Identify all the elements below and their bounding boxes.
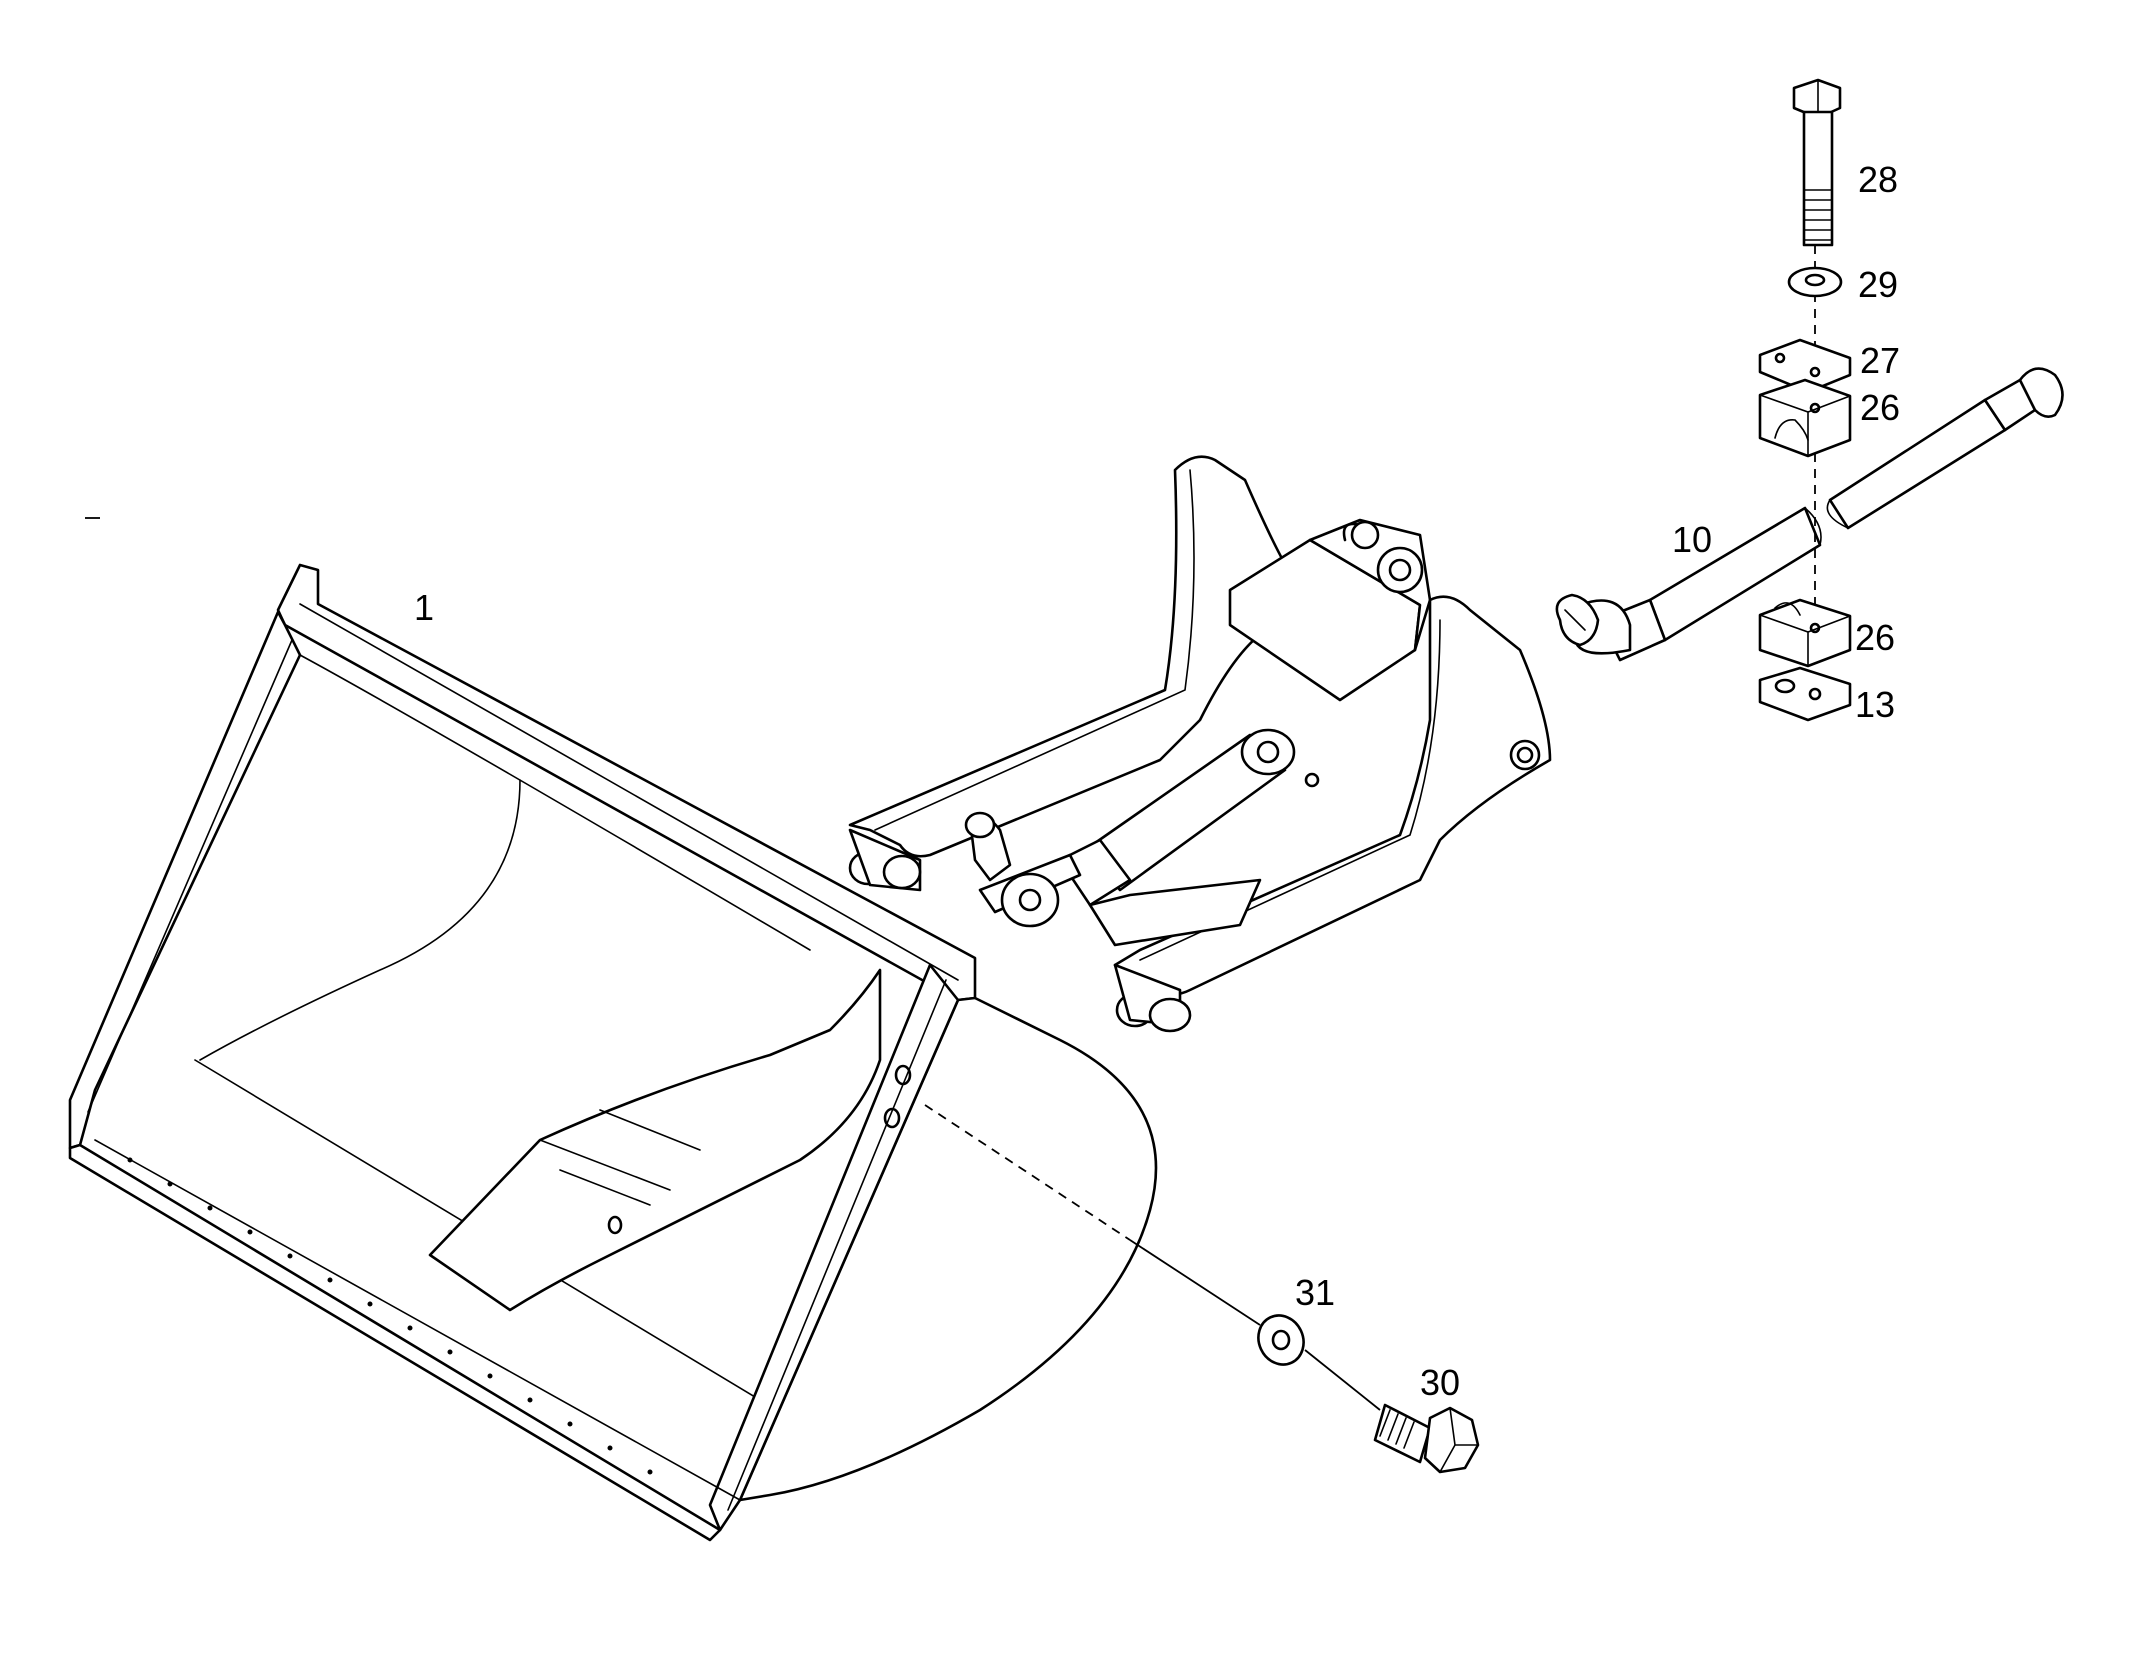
label-clamp-upper: 26	[1860, 387, 1900, 428]
label-cover-plate: 27	[1860, 340, 1900, 381]
label-bucket: 1	[414, 587, 434, 628]
label-washer-side: 31	[1295, 1272, 1335, 1313]
label-clamp-lower: 26	[1855, 617, 1895, 658]
label-bolt-side: 30	[1420, 1362, 1460, 1403]
edge-rivets	[127, 1157, 653, 1475]
label-washer-top: 29	[1858, 264, 1898, 305]
bucket-drawing	[68, 563, 1158, 1542]
hose-assembly	[1555, 367, 2064, 662]
label-bolt-top: 28	[1858, 159, 1898, 200]
label-hose: 10	[1672, 519, 1712, 560]
side-fasteners	[924, 1104, 1480, 1474]
quick-coupler-frame	[848, 455, 1552, 1033]
clamp-stack	[1758, 78, 1852, 722]
label-lower-plate: 13	[1855, 684, 1895, 725]
